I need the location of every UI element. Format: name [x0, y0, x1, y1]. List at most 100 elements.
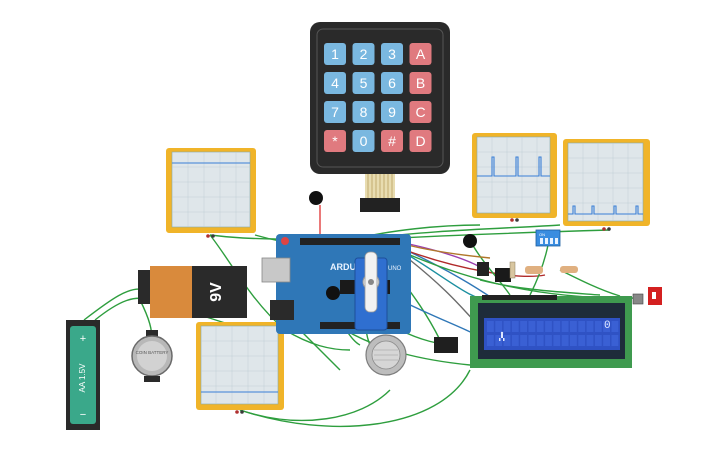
- lcd-cell: [611, 321, 619, 332]
- resistor-2: [525, 266, 543, 274]
- keypad-key-label: 3: [388, 46, 396, 62]
- dip-switch-label: ON: [539, 232, 545, 237]
- scope-trace: [477, 156, 550, 177]
- oscilloscope-1: [166, 148, 256, 238]
- lcd-cell: [495, 335, 503, 346]
- keypad-key-label: A: [416, 46, 426, 62]
- keypad-key[interactable]: [409, 101, 432, 123]
- keypad-key-label: 1: [331, 46, 339, 62]
- battery-aa-minus: −: [80, 409, 86, 421]
- keypad-key[interactable]: [381, 130, 403, 152]
- oscilloscope-2: [472, 133, 557, 222]
- lcd-cell: [520, 321, 527, 332]
- keypad-key[interactable]: [409, 72, 432, 94]
- coin-cell-battery: COIN BATTERY: [131, 330, 173, 382]
- lcd-cell: [503, 321, 511, 332]
- scope-screen: [567, 142, 644, 222]
- keypad-key[interactable]: [381, 101, 403, 123]
- battery-aa-cell: [70, 326, 96, 424]
- lcd-cells: [487, 321, 619, 346]
- transistor: [477, 262, 489, 276]
- keypad-key-label: B: [416, 75, 425, 91]
- lcd-cell: [603, 335, 610, 346]
- lcd-cell: [578, 335, 586, 346]
- keypad-key[interactable]: [324, 130, 346, 152]
- keypad-key-label: 8: [360, 104, 368, 120]
- lcd-cell: [586, 321, 594, 332]
- keypad-key[interactable]: [381, 72, 403, 94]
- keypad-key[interactable]: [352, 130, 375, 152]
- keypad-key[interactable]: [352, 43, 375, 65]
- battery-9v-copper: [150, 266, 192, 318]
- lcd-cell: [545, 321, 552, 332]
- keypad-key[interactable]: [381, 43, 403, 65]
- keypad-key[interactable]: [409, 130, 432, 152]
- lcd-16x2: 0: [470, 295, 632, 368]
- lcd-cell: [528, 335, 536, 346]
- lcd-cell: [511, 335, 519, 346]
- keypad-key-label: 2: [360, 46, 368, 62]
- lcd-walk-glyph: [499, 331, 505, 341]
- keypad-key-label: D: [415, 133, 425, 149]
- lcd-cell: [586, 335, 594, 346]
- lcd-right-char: 0: [604, 320, 611, 332]
- pushbutton: [632, 293, 644, 305]
- piezo-buzzer-1: [309, 191, 323, 205]
- lcd-cell: [570, 335, 577, 346]
- lcd-cell: [487, 335, 494, 346]
- lcd-cell: [520, 335, 527, 346]
- lcd-cell: [536, 321, 544, 332]
- battery-9v-body: [192, 266, 247, 318]
- scope-screen: [476, 136, 551, 214]
- keypad-key[interactable]: [324, 43, 346, 65]
- keypad-key-label: 6: [388, 75, 396, 91]
- coin-cell-label: COIN BATTERY: [136, 350, 169, 355]
- temperature-sensor: [495, 268, 511, 282]
- lcd-cell: [611, 335, 619, 346]
- keypad-key[interactable]: [324, 72, 346, 94]
- lcd-cell: [545, 335, 552, 346]
- piezo-buzzer-3: [463, 234, 477, 248]
- keypad-key[interactable]: [324, 101, 346, 123]
- power-jack: [270, 300, 294, 320]
- lcd-cell: [487, 321, 494, 332]
- lcd-cell: [553, 321, 561, 332]
- arduino-uno: ARDUINO UNO: [261, 234, 411, 334]
- lcd-cell: [578, 321, 586, 332]
- keypad-key[interactable]: [409, 43, 432, 65]
- keypad-key-label: C: [415, 104, 425, 120]
- keypad-key[interactable]: [352, 72, 375, 94]
- arduino-brand: ARDUINO: [330, 262, 372, 272]
- lcd-cell: [594, 335, 602, 346]
- scope-screen: [200, 325, 279, 405]
- keypad-key-label: 9: [388, 104, 396, 120]
- lcd-cell: [536, 335, 544, 346]
- scope-trace: [568, 205, 643, 215]
- dip-switch: ON: [535, 229, 561, 247]
- digital-header: [300, 238, 400, 245]
- keypad-key-label: 0: [360, 133, 368, 149]
- keypad-key[interactable]: [352, 101, 375, 123]
- lcd-cell: [528, 321, 536, 332]
- battery-aa-label: AA 1.5V: [78, 363, 87, 393]
- battery-9v-label: 9V: [208, 282, 225, 302]
- lcd-cell: [603, 321, 610, 332]
- servo-motor: [354, 251, 388, 331]
- lcd-cell: [495, 321, 503, 332]
- keypad-key-label: *: [332, 133, 338, 149]
- resistor-3: [560, 266, 578, 273]
- keypad-key-label: #: [388, 133, 396, 149]
- lcd-cell: [561, 321, 569, 332]
- reset-button: [281, 237, 289, 245]
- lcd-cell: [570, 321, 577, 332]
- lcd-pin-header: [482, 295, 557, 300]
- battery-aa-plus: +: [80, 333, 86, 345]
- keypad-connector: [360, 198, 400, 212]
- gas-sensor: [365, 334, 407, 376]
- keypad-key-label: 5: [360, 75, 368, 91]
- resistor-1: [509, 261, 516, 279]
